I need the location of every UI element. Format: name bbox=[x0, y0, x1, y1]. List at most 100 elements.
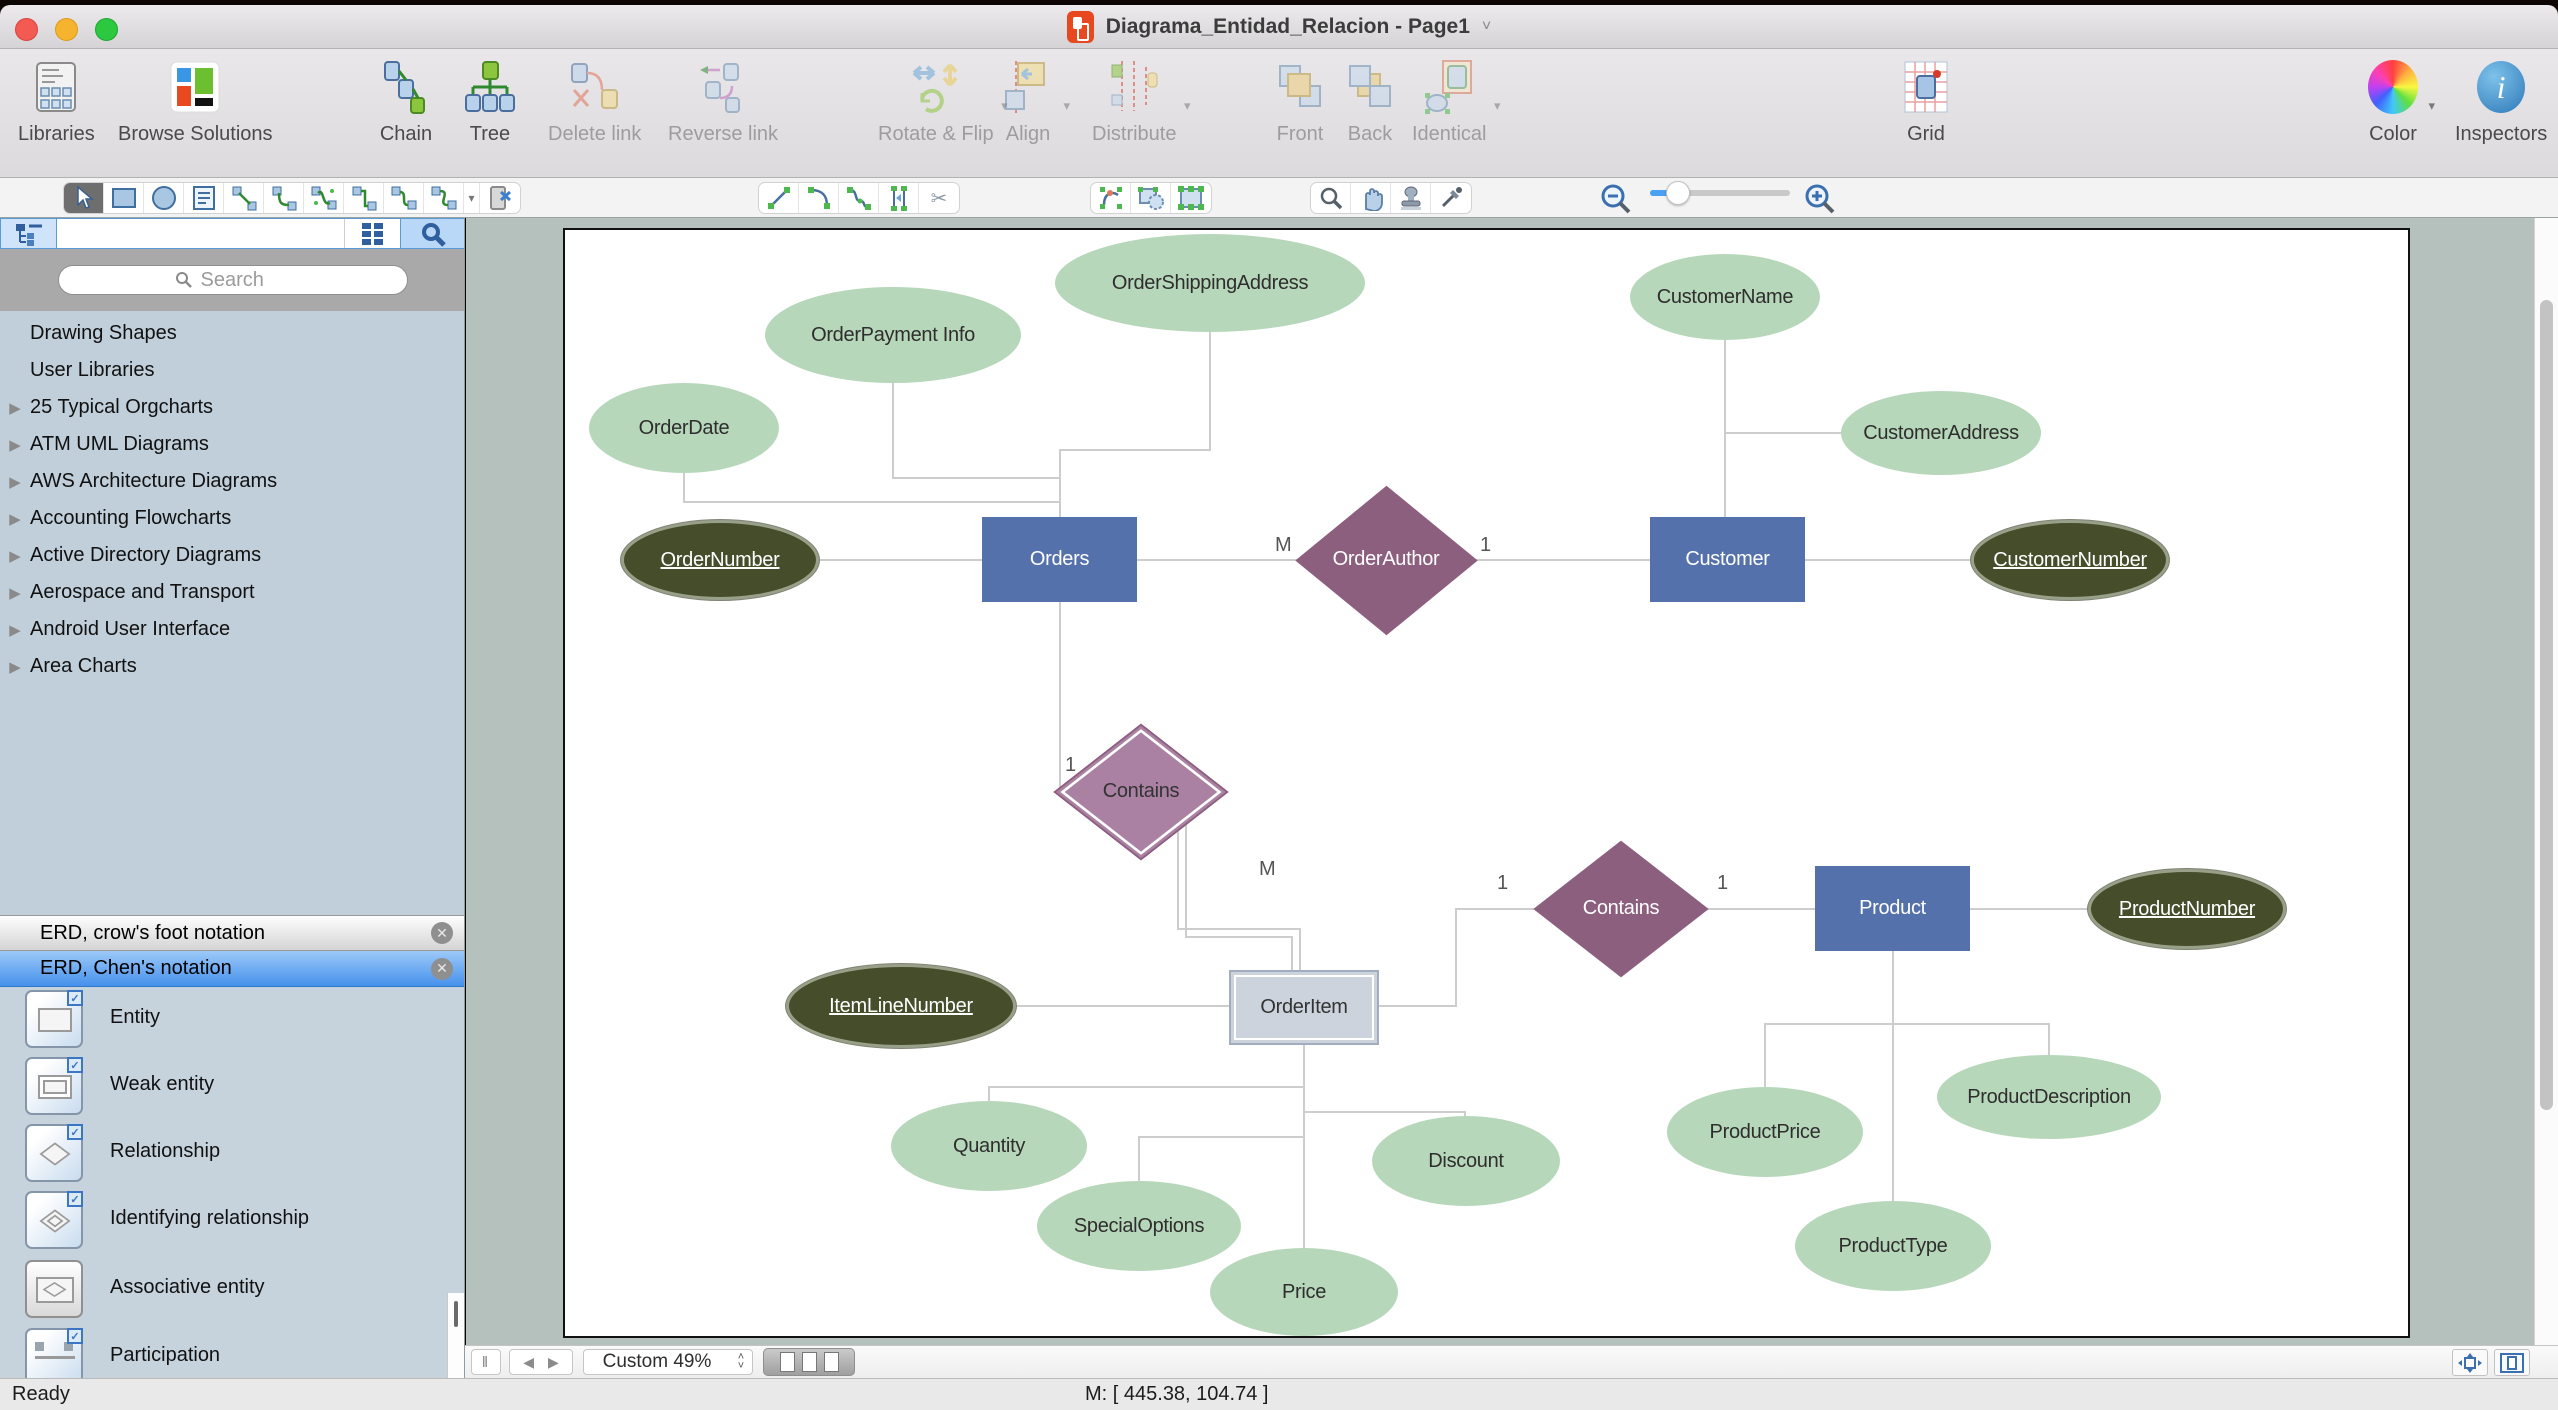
checkbox-checked-icon[interactable]: ✓ bbox=[67, 1057, 83, 1073]
reshape-tool-button[interactable] bbox=[1091, 183, 1131, 213]
zoom-tool-button[interactable] bbox=[1311, 183, 1351, 213]
vertical-scrollbar-thumb[interactable] bbox=[2540, 300, 2553, 1110]
identical-button[interactable]: ▾ Identical bbox=[1412, 57, 1501, 146]
text-tool-button[interactable] bbox=[184, 183, 224, 213]
pages-splitter-button[interactable]: ‖ bbox=[471, 1349, 501, 1375]
arc-tool-button[interactable] bbox=[799, 183, 839, 213]
back-button[interactable]: Back bbox=[1342, 57, 1398, 146]
entity-rectangle[interactable]: Orders bbox=[982, 517, 1137, 602]
minimize-window-button[interactable] bbox=[55, 18, 78, 41]
page-nav-buttons[interactable]: ◀▶ bbox=[509, 1349, 573, 1375]
grid-button[interactable]: Grid bbox=[1898, 57, 1954, 146]
rotate-flip-dropdown-icon[interactable]: ▾ bbox=[1001, 98, 1008, 113]
attribute-ellipse[interactable]: Quantity bbox=[891, 1101, 1087, 1191]
close-icon[interactable]: ✕ bbox=[431, 957, 453, 980]
library-item[interactable]: ▶Aerospace and Transport bbox=[0, 574, 464, 611]
close-icon[interactable]: ✕ bbox=[431, 922, 453, 944]
palette-item-participation[interactable]: ✓ Participation bbox=[0, 1328, 464, 1378]
tree-button[interactable]: Tree bbox=[462, 57, 518, 146]
attribute-ellipse[interactable]: OrderShippingAddress bbox=[1055, 234, 1365, 332]
connector-dropdown-icon[interactable]: ▾ bbox=[464, 183, 480, 213]
attribute-ellipse[interactable]: CustomerName bbox=[1630, 254, 1820, 340]
rotate-flip-button[interactable]: ▾ Rotate & Flip bbox=[878, 57, 1008, 146]
rectangle-tool-button[interactable] bbox=[104, 183, 144, 213]
tree-view-button[interactable] bbox=[1, 219, 57, 248]
palette-item-associative-entity[interactable]: Associative entity bbox=[0, 1260, 464, 1327]
attribute-ellipse[interactable]: ProductType bbox=[1795, 1201, 1991, 1291]
split-tool-button[interactable] bbox=[879, 183, 919, 213]
rightangle-connector-tool-button[interactable] bbox=[344, 183, 384, 213]
smooth-connector-tool-button[interactable] bbox=[384, 183, 424, 213]
identical-dropdown-icon[interactable]: ▾ bbox=[1493, 98, 1501, 113]
library-item[interactable]: ▶25 Typical Orgcharts bbox=[0, 389, 464, 426]
library-item[interactable]: ▶Active Directory Diagrams bbox=[0, 537, 464, 574]
color-button[interactable]: ▾ Color bbox=[2365, 57, 2435, 146]
palette-item-weak-entity[interactable]: ✓ Weak entity bbox=[0, 1057, 464, 1124]
palette-item-entity[interactable]: ✓ Entity bbox=[0, 990, 464, 1057]
attribute-ellipse[interactable]: OrderPayment Info bbox=[765, 287, 1021, 383]
search-field[interactable] bbox=[57, 265, 408, 295]
checkbox-checked-icon[interactable]: ✓ bbox=[67, 990, 83, 1006]
zoom-level-control[interactable]: Custom 49% ˄˅ bbox=[583, 1349, 753, 1375]
bezier-connector-tool-button[interactable] bbox=[304, 183, 344, 213]
search-input[interactable] bbox=[200, 268, 291, 292]
reverse-link-button[interactable]: Reverse link bbox=[668, 57, 778, 146]
library-item[interactable]: ▶Accounting Flowcharts bbox=[0, 500, 464, 537]
zoom-window-button[interactable] bbox=[95, 18, 118, 41]
close-window-button[interactable] bbox=[15, 18, 38, 41]
eyedropper-tool-button[interactable] bbox=[1431, 183, 1471, 213]
zoom-stepper[interactable]: ˄˅ bbox=[737, 1351, 745, 1372]
chain-button[interactable]: Chain bbox=[378, 57, 434, 146]
library-item[interactable]: ▶AWS Architecture Diagrams bbox=[0, 463, 464, 500]
line-tool-button[interactable] bbox=[759, 183, 799, 213]
attribute-ellipse[interactable]: Discount bbox=[1372, 1116, 1560, 1206]
browse-solutions-button[interactable]: Browse Solutions bbox=[118, 57, 273, 146]
attribute-ellipse[interactable]: ProductDescription bbox=[1937, 1055, 2161, 1139]
delete-link-button[interactable]: Delete link bbox=[548, 57, 641, 146]
combine-shapes-tool-button[interactable] bbox=[1131, 183, 1171, 213]
stamp-tool-button[interactable] bbox=[1391, 183, 1431, 213]
section-erd-chen[interactable]: ERD, Chen's notation ✕ bbox=[0, 951, 464, 987]
search-view-button[interactable] bbox=[400, 219, 464, 248]
checkbox-checked-icon[interactable]: ✓ bbox=[67, 1191, 83, 1207]
scissors-tool-button[interactable]: ✂ bbox=[930, 187, 948, 210]
library-item[interactable]: ▶ATM UML Diagrams bbox=[0, 426, 464, 463]
distribute-dropdown-icon[interactable]: ▾ bbox=[1183, 98, 1191, 113]
zoom-slider[interactable] bbox=[1650, 181, 1790, 205]
section-erd-crows-foot[interactable]: ERD, crow's foot notation ✕ bbox=[0, 915, 464, 951]
library-item[interactable]: Drawing Shapes bbox=[30, 322, 177, 344]
drawing-page[interactable]: OrderShippingAddress OrderPayment Info O… bbox=[563, 228, 2410, 1338]
arc-connector-tool-button[interactable] bbox=[264, 183, 304, 213]
entity-rectangle[interactable]: Customer bbox=[1650, 517, 1805, 602]
libraries-button[interactable]: Libraries bbox=[18, 57, 95, 146]
key-attribute-ellipse[interactable]: ProductNumber bbox=[2088, 869, 2286, 949]
inspectors-button[interactable]: i Inspectors bbox=[2455, 57, 2547, 146]
distribute-button[interactable]: ▾ Distribute bbox=[1092, 57, 1190, 146]
palette-item-identifying-relationship[interactable]: ✓ Identifying relationship bbox=[0, 1191, 464, 1258]
attribute-ellipse[interactable]: OrderDate bbox=[589, 383, 779, 473]
zoom-slider-knob[interactable] bbox=[1666, 181, 1690, 205]
align-button[interactable]: ▾ Align bbox=[1000, 57, 1070, 146]
page-view-buttons[interactable] bbox=[763, 1348, 855, 1376]
grid-view-button[interactable] bbox=[344, 219, 400, 248]
entity-rectangle[interactable]: Product bbox=[1815, 866, 1970, 951]
checkbox-checked-icon[interactable]: ✓ bbox=[67, 1328, 83, 1344]
zoom-out-icon[interactable] bbox=[1598, 181, 1634, 222]
library-item[interactable]: ▶Area Charts bbox=[0, 648, 464, 685]
zoom-in-icon[interactable] bbox=[1802, 181, 1838, 222]
group-shapes-tool-button[interactable] bbox=[1171, 183, 1211, 213]
actual-size-button[interactable] bbox=[2494, 1349, 2530, 1376]
attribute-ellipse[interactable]: CustomerAddress bbox=[1841, 391, 2041, 475]
pan-tool-button[interactable] bbox=[1351, 183, 1391, 213]
attribute-ellipse[interactable]: ProductPrice bbox=[1667, 1087, 1863, 1177]
delete-connection-tool-button[interactable] bbox=[480, 183, 520, 213]
ellipse-tool-button[interactable] bbox=[144, 183, 184, 213]
key-attribute-ellipse[interactable]: ItemLineNumber bbox=[786, 964, 1016, 1048]
key-attribute-ellipse[interactable]: CustomerNumber bbox=[1971, 520, 2169, 600]
checkbox-checked-icon[interactable]: ✓ bbox=[67, 1124, 83, 1140]
fit-to-page-button[interactable] bbox=[2452, 1349, 2488, 1376]
palette-item-relationship[interactable]: ✓ Relationship bbox=[0, 1124, 464, 1191]
library-item[interactable]: User Libraries bbox=[30, 359, 155, 381]
key-attribute-ellipse[interactable]: OrderNumber bbox=[621, 520, 819, 600]
front-button[interactable]: Front bbox=[1272, 57, 1328, 146]
